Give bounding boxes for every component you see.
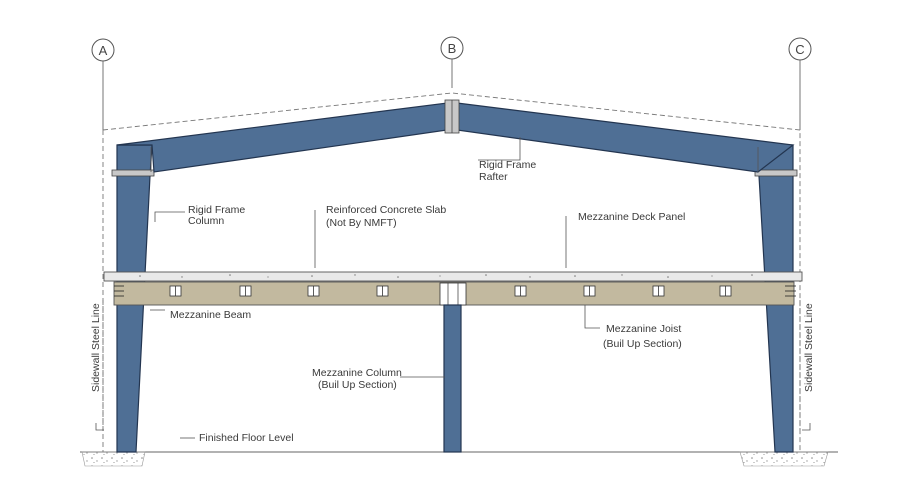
svg-text:Mezzanine Joist: Mezzanine Joist — [606, 323, 681, 335]
svg-text:Column: Column — [188, 215, 224, 227]
rafter-leader — [478, 137, 521, 161]
svg-text:Reinforced Concrete Slab: Reinforced Concrete Slab — [326, 204, 446, 216]
joist-label: Mezzanine Joist (Buil Up Section) — [603, 323, 682, 350]
svg-text:Rigid Frame: Rigid Frame — [188, 204, 245, 216]
gridline-b: B — [440, 36, 464, 88]
gridline-c-label: C — [795, 42, 804, 57]
gridline-c: C — [788, 37, 812, 130]
svg-text:Rigid Frame: Rigid Frame — [479, 159, 536, 171]
rafter-label: Rigid Frame Rafter — [479, 159, 536, 183]
svg-text:Rafter: Rafter — [479, 171, 508, 183]
sidewall-left-label: Sidewall Steel Line — [90, 303, 102, 392]
ground — [80, 451, 838, 467]
column-label: Rigid Frame Column — [188, 204, 245, 227]
slab-aggregate — [139, 274, 753, 278]
left-haunch-plate — [111, 169, 155, 177]
column-beam-bolts — [114, 285, 796, 297]
mezzanine-joists — [169, 285, 732, 297]
right-haunch-plate — [754, 169, 798, 177]
svg-text:(Buil Up Section): (Buil Up Section) — [318, 379, 397, 391]
sidewall-steel-line-left: Sidewall Steel Line — [90, 300, 104, 431]
mezzanine-column-label: Mezzanine Column (Buil Up Section) — [312, 367, 402, 391]
svg-text:(Buil Up Section): (Buil Up Section) — [603, 338, 682, 350]
slab-label: Reinforced Concrete Slab (Not By NMFT) — [326, 204, 446, 229]
reinforced-concrete-slab — [103, 271, 803, 282]
svg-text:Mezzanine Column: Mezzanine Column — [312, 367, 402, 379]
sidewall-right-label: Sidewall Steel Line — [803, 303, 815, 392]
gridline-a: A — [91, 38, 115, 130]
mezzanine-column — [443, 304, 462, 453]
left-rigid-frame-rafter — [116, 102, 448, 173]
joist-leader — [584, 305, 600, 329]
sidewall-steel-line-right: Sidewall Steel Line — [799, 300, 815, 431]
column-leader — [154, 211, 185, 222]
gridline-a-label: A — [99, 43, 108, 58]
svg-text:(Not By NMFT): (Not By NMFT) — [326, 217, 397, 229]
center-connection-plate — [439, 282, 467, 306]
beam-label: Mezzanine Beam — [170, 309, 251, 321]
floor-label: Finished Floor Level — [199, 432, 294, 444]
deck-label: Mezzanine Deck Panel — [578, 211, 685, 223]
gridline-b-label: B — [448, 41, 457, 56]
